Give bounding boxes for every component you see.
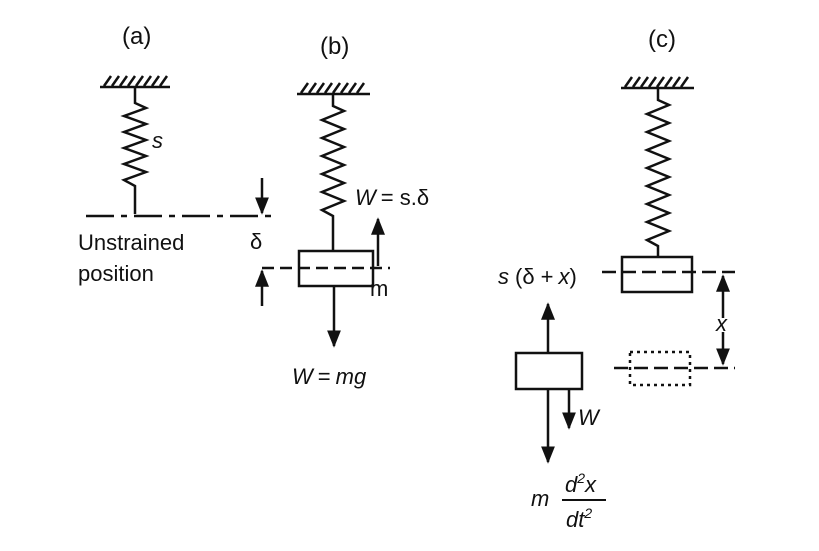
delta-label: δ: [250, 229, 262, 254]
spring-force-label-c: s(δ +x): [498, 264, 577, 289]
mass-label-b: m: [370, 276, 388, 301]
panel-c: (c) s(δ +x) x W m: [498, 26, 735, 532]
inertia-denominator: dt2: [566, 505, 592, 532]
spring-c: [643, 88, 673, 257]
unstrained-label-line2: position: [78, 261, 154, 286]
inertia-m: m: [531, 486, 549, 511]
ceiling-c: [621, 76, 694, 90]
spring-constant-label-a: s: [152, 128, 163, 153]
ceiling-a: [100, 75, 170, 89]
ceiling-b: [297, 82, 370, 96]
inertia-force-label: m d2x dt2: [531, 470, 606, 532]
inertia-numerator: d2x: [565, 470, 597, 497]
displaced-mass-block-c: [628, 350, 692, 387]
free-body-block-c: [514, 351, 584, 391]
panel-b: (b) W= s.δ m W=mg: [262, 33, 429, 389]
panel-c-label: (c): [648, 26, 676, 53]
spring-b: [318, 94, 348, 251]
unstrained-label-line1: Unstrained: [78, 230, 184, 255]
spring-a: [120, 87, 150, 214]
spring-force-label-b: W= s.δ: [355, 185, 429, 210]
weight-label-b: W=mg: [292, 364, 367, 389]
mass-block-c: [620, 255, 694, 294]
panel-a: (a) s Unstrained position δ: [78, 23, 272, 306]
weight-label-c: W: [578, 405, 601, 430]
panel-b-label: (b): [320, 33, 349, 60]
displacement-label: x: [715, 311, 728, 336]
panel-a-label: (a): [122, 23, 151, 50]
